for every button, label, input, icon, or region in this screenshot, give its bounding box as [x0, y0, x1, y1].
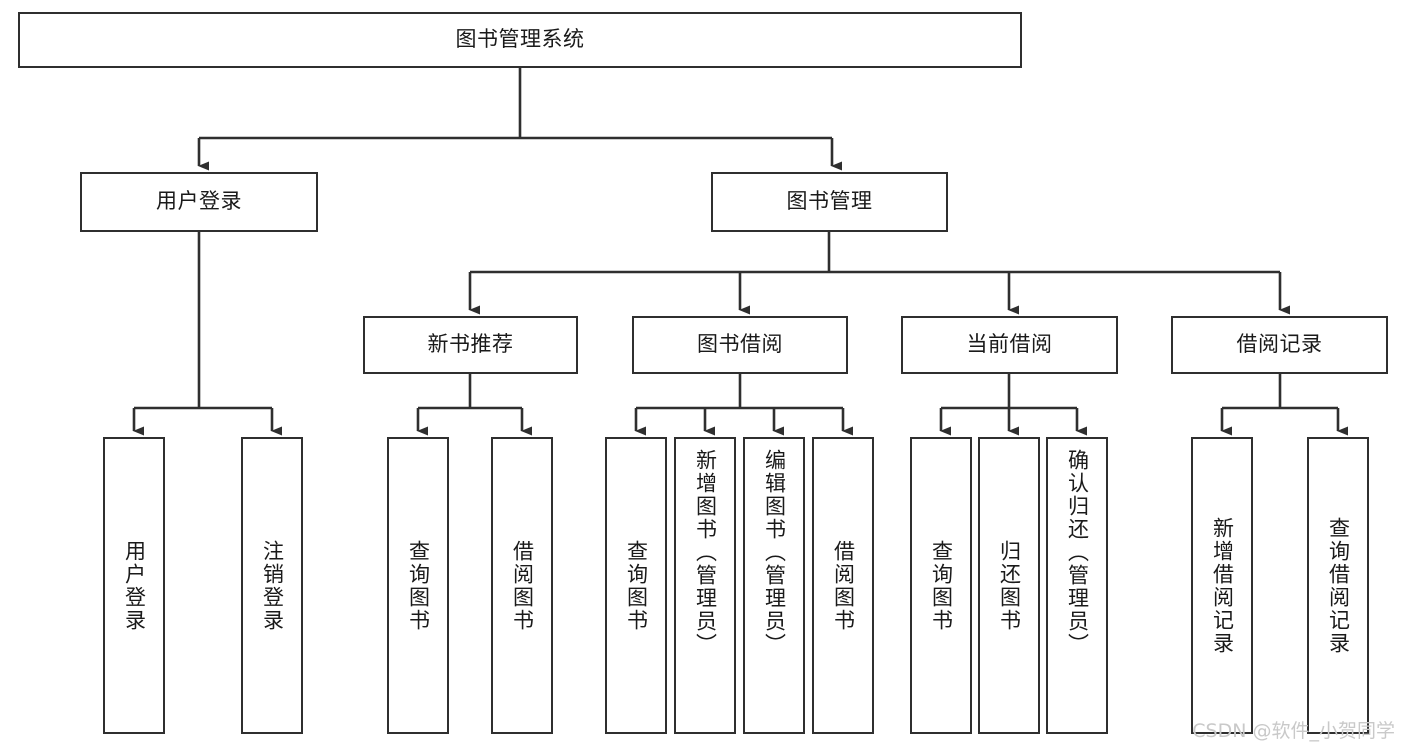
node-book-borrowing[interactable]: 图书借阅 — [632, 316, 848, 374]
node-label: 注销登录 — [260, 539, 285, 632]
leaf-add-borrow-record[interactable]: 新增借阅记录 — [1191, 437, 1253, 734]
leaf-query-books-borrow[interactable]: 查询图书 — [605, 437, 667, 734]
node-label: 借阅图书 — [510, 539, 535, 632]
leaf-logout[interactable]: 注销登录 — [241, 437, 303, 734]
leaf-query-books-current[interactable]: 查询图书 — [910, 437, 972, 734]
node-user-login[interactable]: 用户登录 — [80, 172, 318, 232]
leaf-query-books-newbook[interactable]: 查询图书 — [387, 437, 449, 734]
leaf-edit-book-admin[interactable]: 编辑图书（管理员） — [743, 437, 805, 734]
node-label: 借阅图书 — [831, 539, 856, 632]
leaf-add-book-admin[interactable]: 新增图书（管理员） — [674, 437, 736, 734]
node-book-management[interactable]: 图书管理 — [711, 172, 948, 232]
node-label: 确认归还（管理员） — [1065, 449, 1090, 656]
node-label: 查询图书 — [624, 539, 649, 632]
node-label: 查询图书 — [406, 539, 431, 632]
node-label: 查询图书 — [929, 539, 954, 632]
leaf-borrow-books-newbook[interactable]: 借阅图书 — [491, 437, 553, 734]
node-label: 新书推荐 — [427, 332, 514, 357]
node-label: 图书管理 — [786, 189, 873, 214]
node-label: 图书管理系统 — [455, 27, 585, 52]
leaf-user-login-action[interactable]: 用户登录 — [103, 437, 165, 734]
node-label: 图书借阅 — [697, 332, 783, 357]
node-label: 归还图书 — [997, 539, 1022, 632]
node-current-borrowing[interactable]: 当前借阅 — [901, 316, 1118, 374]
node-new-book-recommendation[interactable]: 新书推荐 — [363, 316, 578, 374]
leaf-confirm-return-admin[interactable]: 确认归还（管理员） — [1046, 437, 1108, 734]
node-root-book-management-system[interactable]: 图书管理系统 — [18, 12, 1022, 68]
node-label: 编辑图书（管理员） — [762, 449, 787, 656]
leaf-borrow-books-borrow[interactable]: 借阅图书 — [812, 437, 874, 734]
leaf-return-books[interactable]: 归还图书 — [978, 437, 1040, 734]
node-label: 新增图书（管理员） — [693, 449, 718, 656]
leaf-query-borrow-record[interactable]: 查询借阅记录 — [1307, 437, 1369, 734]
node-label: 借阅记录 — [1236, 332, 1323, 357]
node-label: 新增借阅记录 — [1210, 516, 1235, 655]
node-label: 用户登录 — [156, 189, 242, 214]
node-label: 当前借阅 — [966, 332, 1053, 357]
csdn-watermark: CSDN @软件_小贺同学 — [1192, 720, 1395, 742]
node-label: 用户登录 — [122, 539, 147, 632]
node-borrowing-records[interactable]: 借阅记录 — [1171, 316, 1388, 374]
node-label: 查询借阅记录 — [1326, 516, 1351, 655]
